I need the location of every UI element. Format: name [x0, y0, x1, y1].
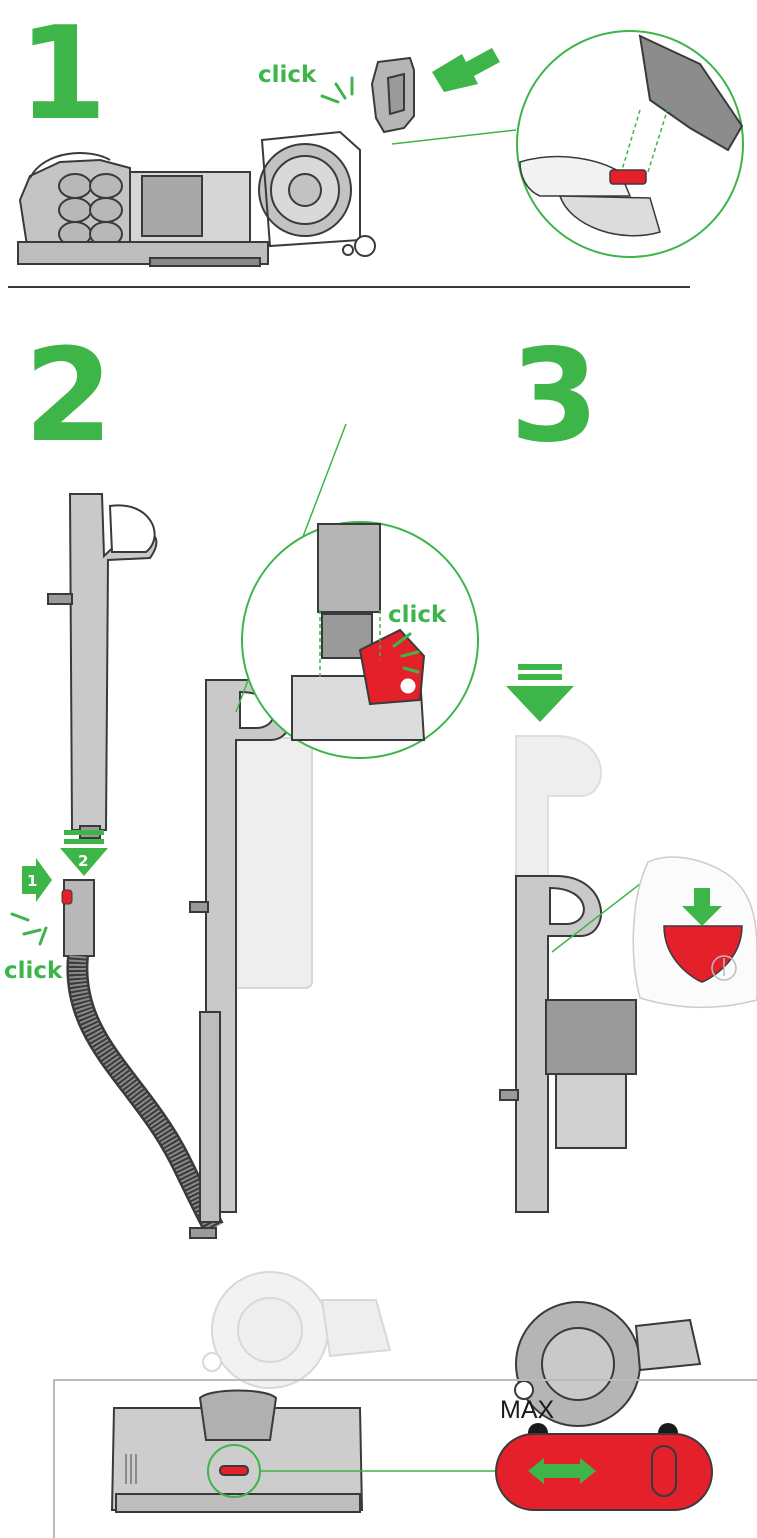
- max-label: MAX: [500, 1396, 555, 1424]
- click-label-zoom: click: [388, 602, 447, 628]
- power-mode-zoom: [633, 857, 757, 1007]
- click-burst-icon: [12, 914, 46, 944]
- click-burst-icon: [322, 78, 352, 102]
- push-arrow-icon: [432, 48, 500, 92]
- order-badge-2: 2: [78, 852, 88, 870]
- zoom-detail-step2: click: [242, 522, 478, 758]
- click-label-hose: click: [4, 958, 63, 984]
- step-1: 1 click: [8, 0, 743, 287]
- down-arrow-3-icon: [506, 664, 574, 722]
- step-2-number: 2: [24, 322, 113, 471]
- vacuum-lying-down: [18, 132, 375, 266]
- cleaner-head-top-view: [112, 1391, 362, 1513]
- step-3: 3: [500, 322, 757, 1426]
- wand-handle: [48, 494, 156, 838]
- step-2: 2 2 1 cli: [4, 322, 478, 1388]
- hose-assembly: [62, 880, 214, 1228]
- zoom-detail-step1: [517, 31, 743, 257]
- zoom-leader-step1: [392, 130, 516, 144]
- brush-bar-part: [372, 58, 414, 132]
- ghost-handle: [516, 736, 601, 880]
- release-catch-red: [610, 170, 646, 184]
- step-1-number: 1: [18, 0, 107, 149]
- max-slider-switch: [496, 1434, 712, 1510]
- click-label-step1: click: [258, 62, 317, 88]
- max-mode-panel: MAX: [54, 1380, 757, 1538]
- order-badge-1: 1: [27, 872, 37, 890]
- step-3-number: 3: [510, 322, 599, 471]
